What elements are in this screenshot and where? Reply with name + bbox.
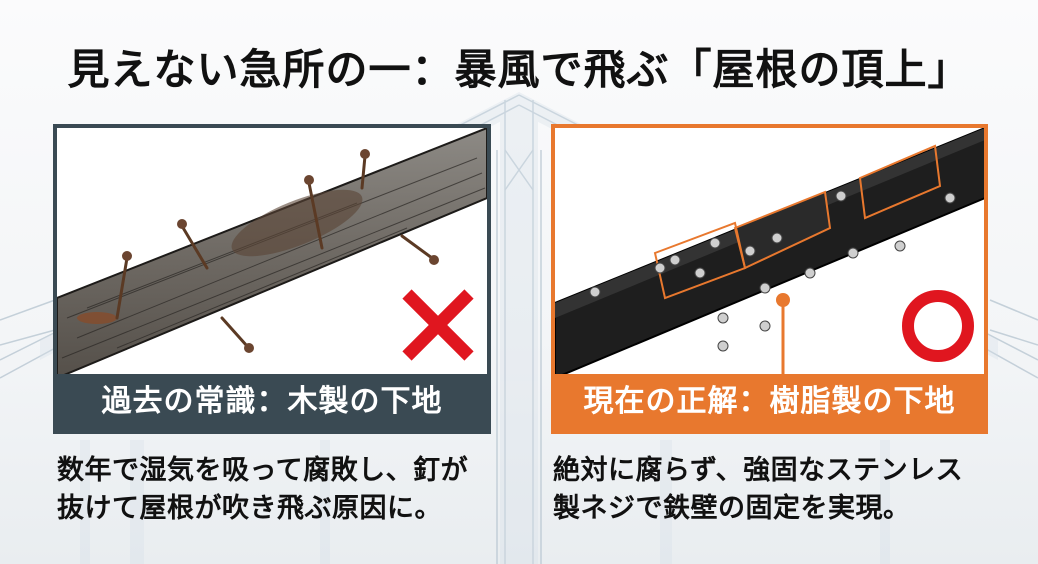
new-method-panel: 現在の正解：樹脂製の下地 (551, 124, 988, 434)
description-line: 抜けて屋根が吹き飛ぶ原因に。 (57, 493, 442, 524)
description-line: 数年で湿気を吸って腐敗し、釘が (57, 455, 469, 486)
resin-beam-illustration (555, 128, 984, 378)
rotten-wood-beam-illustration (57, 128, 487, 378)
cross-mark-icon (402, 289, 474, 361)
description-line: 製ネジで鉄壁の固定を実現。 (553, 493, 911, 524)
description-line: 絶対に腐らず、強固なステンレス (553, 455, 964, 486)
old-method-panel: 過去の常識：木製の下地 (53, 124, 491, 434)
page-title: 見えない急所の一：暴風で飛ぶ「屋根の頂上」 (67, 45, 971, 94)
old-method-label: 過去の常識：木製の下地 (57, 374, 487, 430)
circle-mark-icon (902, 290, 974, 362)
new-method-description: 絶対に腐らず、強固なステンレス 製ネジで鉄壁の固定を実現。 (553, 452, 963, 528)
old-method-description: 数年で湿気を吸って腐敗し、釘が 抜けて屋根が吹き飛ぶ原因に。 (57, 452, 468, 528)
new-method-label: 現在の正解：樹脂製の下地 (555, 374, 984, 430)
